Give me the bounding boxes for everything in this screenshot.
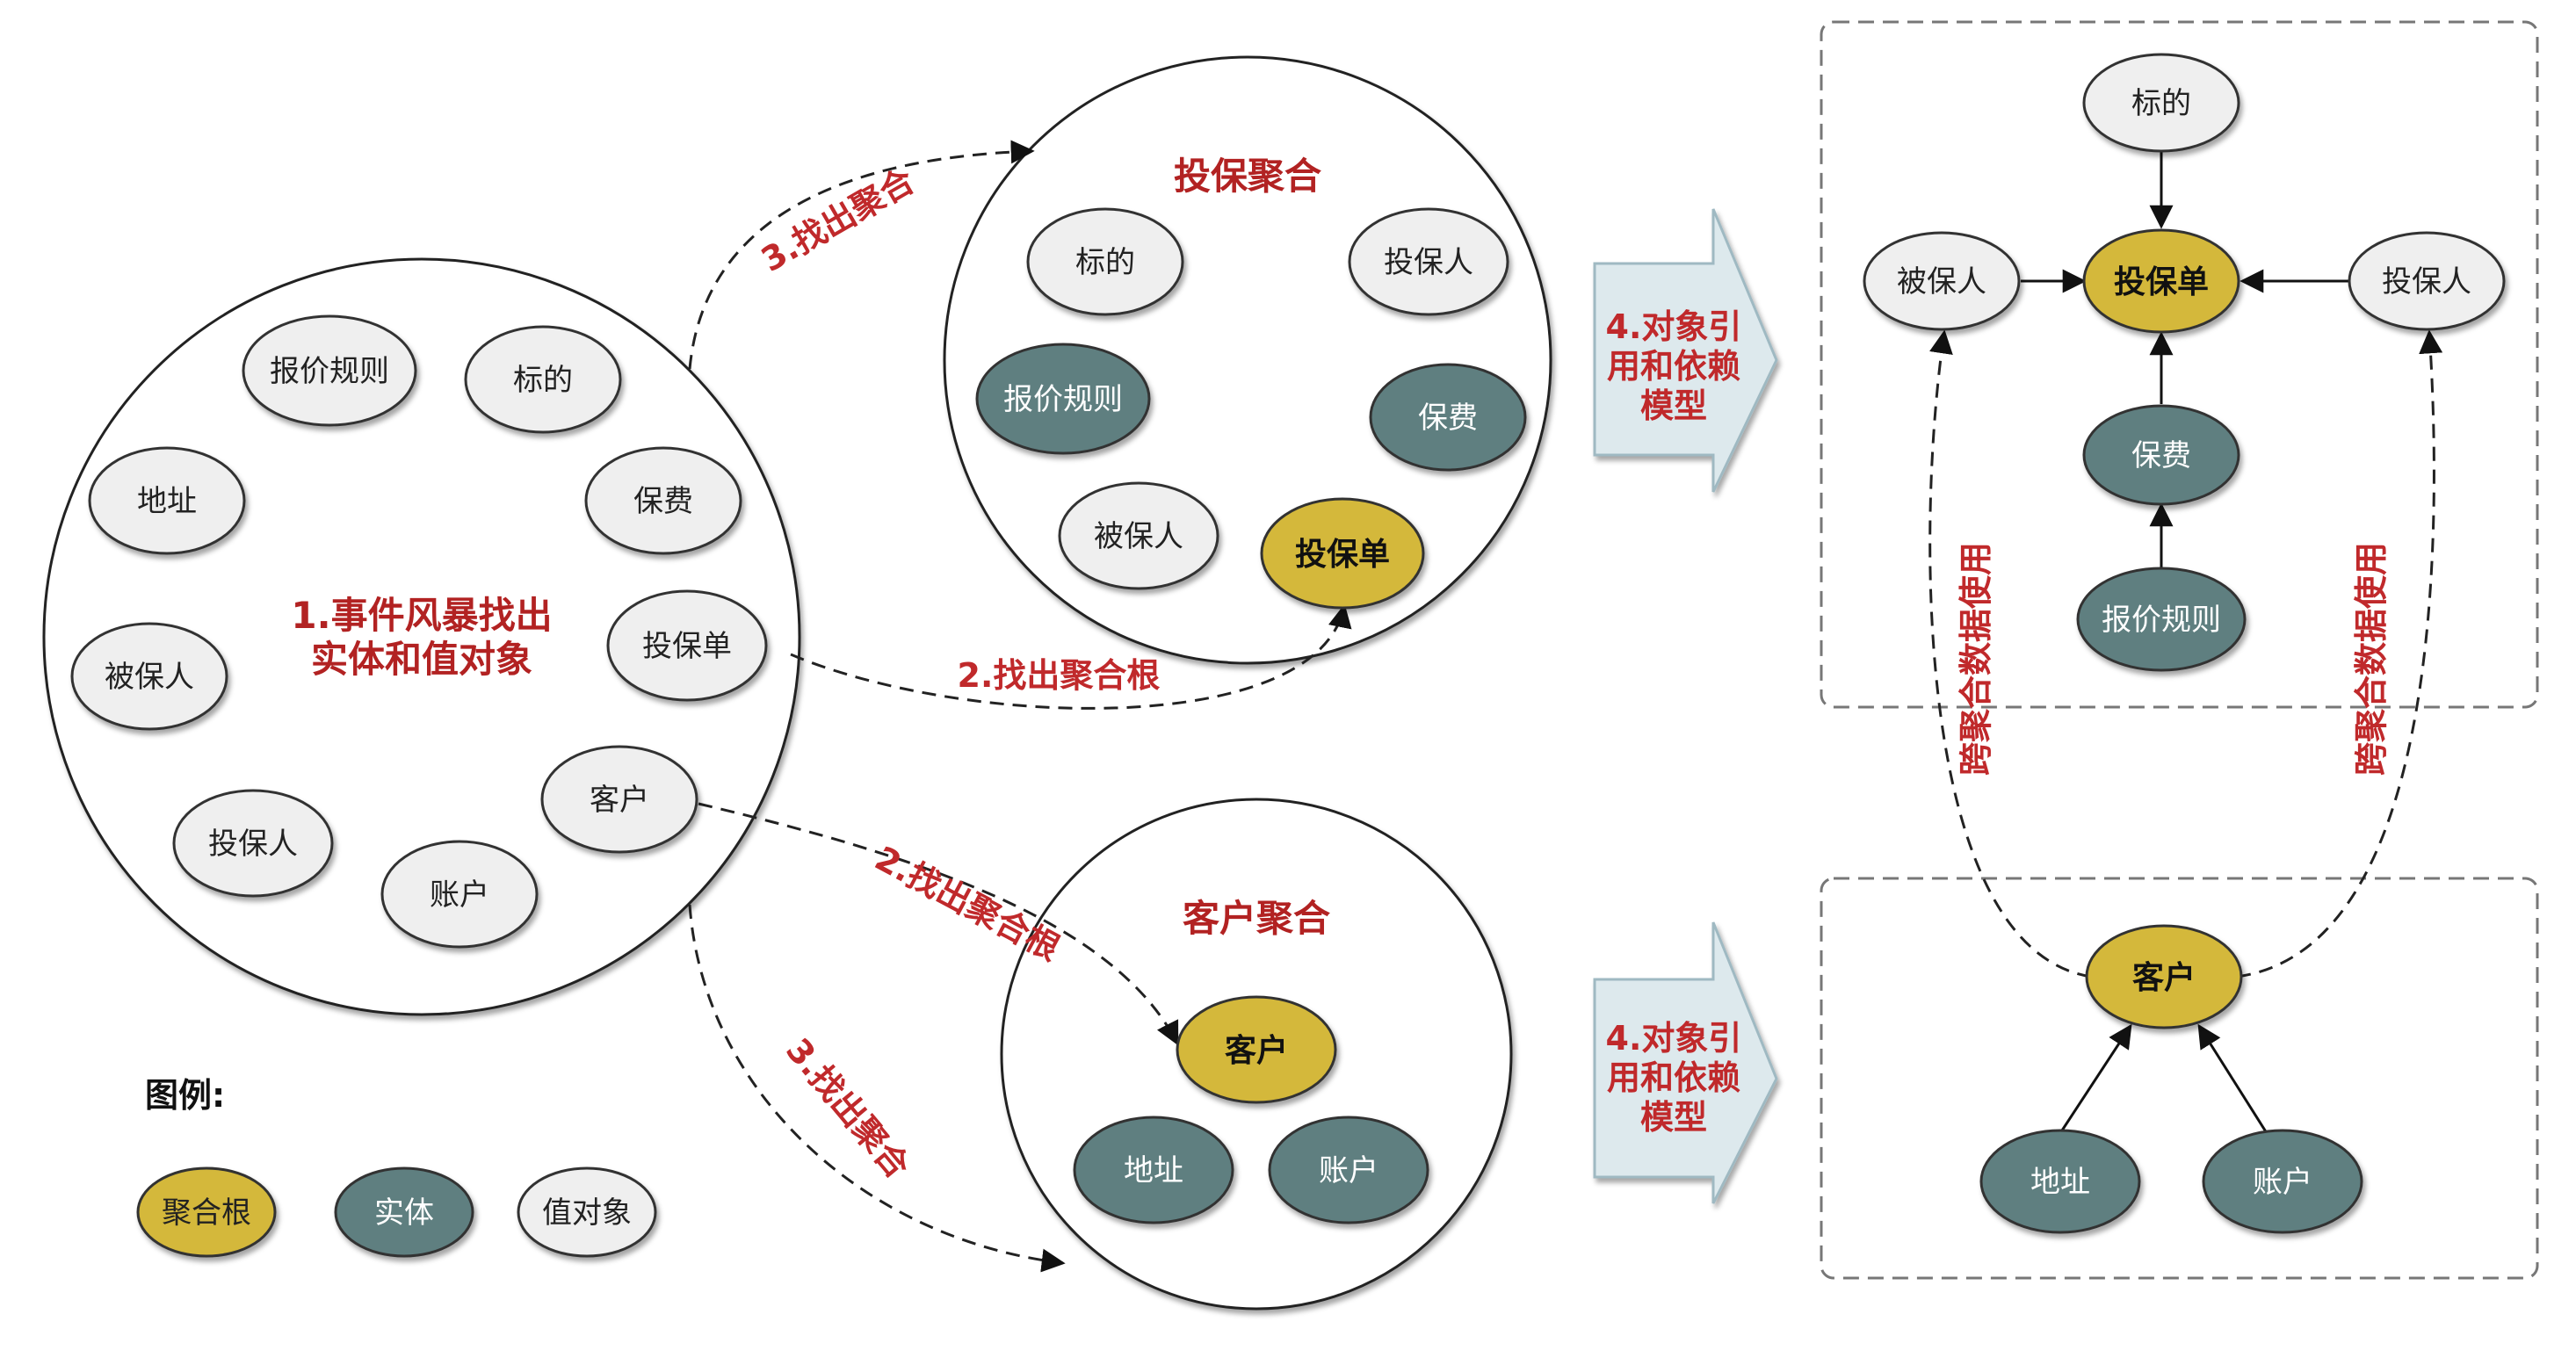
es-insured-node — [70, 622, 228, 731]
customer-aggregate: 客户聚合 客户 地址 账户 — [1073, 897, 1429, 1224]
legend-root-label: 聚合根 — [162, 1195, 251, 1231]
es-quote-rule-node — [242, 314, 417, 427]
legend-entity-swatch — [334, 1166, 474, 1258]
customer-model: 客户 地址 账户 — [1979, 924, 2363, 1234]
es-policy-node — [606, 589, 768, 702]
m-insured-label: 被保人 — [1897, 264, 1986, 300]
es-address-node — [88, 446, 246, 555]
es-insured-label: 被保人 — [105, 660, 194, 695]
es-premium-node — [584, 446, 742, 555]
event-storm-nodes: 报价规则 标的 地址 保费 被保人 投保单 客户 投保人 账户 1.事件风暴找出… — [70, 314, 768, 949]
es-premium-label: 保费 — [633, 484, 693, 519]
step4-top-line3: 模型 — [1640, 386, 1707, 425]
step4-top-arrow-shape — [1593, 208, 1778, 493]
m-premium-node — [2082, 404, 2240, 506]
step4-top-line1: 4.对象引 — [1606, 307, 1742, 346]
pa-subject-label: 标的 — [1075, 245, 1135, 280]
edge-account-to-customer — [2197, 1023, 2268, 1134]
pa-policy-node — [1260, 497, 1425, 610]
ca-address-node — [1073, 1116, 1234, 1224]
step4-top: 4.对象引 用和依赖 模型 — [1606, 307, 1742, 425]
policy-model: 标的 被保人 投保单 投保人 保费 报价规则 — [1863, 53, 2506, 672]
ca-account-label: 账户 — [1319, 1153, 1378, 1188]
step4-bottom-line3: 模型 — [1640, 1098, 1707, 1137]
pa-insured-label: 被保人 — [1094, 519, 1183, 554]
event-storm-title-line1: 1.事件风暴找出 — [291, 594, 552, 637]
m-subject-label: 标的 — [2131, 86, 2191, 121]
m-address-label: 地址 — [2030, 1165, 2090, 1200]
cross-right-label: 跨聚合数据使用 — [2352, 542, 2391, 776]
m-premium-label: 保费 — [2131, 438, 2191, 473]
policy-aggregate: 投保聚合 标的 投保人 报价规则 保费 被保人 投保单 — [975, 155, 1527, 610]
pa-quote-rule-node — [975, 343, 1151, 455]
m-policyholder-node — [2348, 231, 2506, 331]
m-quote-rule-label: 报价规则 — [2102, 603, 2221, 638]
legend-root-swatch — [136, 1166, 277, 1258]
m-policy-label: 投保单 — [2114, 264, 2209, 300]
m-policy-node — [2082, 228, 2240, 334]
m-subject-node — [2082, 53, 2240, 153]
pa-policyholder-node — [1348, 207, 1509, 316]
step4-bottom-line2: 用和依赖 — [1607, 1058, 1740, 1097]
m-customer-label: 客户 — [2132, 960, 2196, 996]
event-storm-title-line2: 实体和值对象 — [311, 638, 532, 681]
legend-value-label: 值对象 — [542, 1195, 632, 1231]
find-root-bottom-label: 2.找出聚合根 — [869, 839, 1067, 968]
m-account-label: 账户 — [2253, 1165, 2312, 1200]
m-quote-rule-node — [2076, 567, 2247, 672]
legend-entity-label: 实体 — [374, 1195, 434, 1231]
es-customer-label: 客户 — [590, 783, 649, 818]
es-subject-node — [464, 325, 622, 434]
ca-customer-node — [1176, 995, 1337, 1104]
policy-model-panel — [1820, 20, 2539, 709]
policy-aggregate-title: 投保聚合 — [1174, 155, 1321, 198]
pa-premium-node — [1369, 363, 1527, 472]
es-policy-label: 投保单 — [642, 629, 732, 664]
edge-address-to-customer — [2059, 1023, 2132, 1134]
cross-left-label: 跨聚合数据使用 — [1957, 542, 1995, 776]
es-subject-label: 标的 — [513, 363, 573, 398]
pa-premium-label: 保费 — [1418, 401, 1478, 436]
ca-customer-label: 客户 — [1225, 1033, 1288, 1069]
es-account-node — [380, 840, 539, 949]
es-quote-rule-label: 报价规则 — [270, 354, 389, 389]
legend-value-swatch — [517, 1166, 657, 1258]
es-policyholder-label: 投保人 — [208, 827, 298, 862]
find-root-top-label: 2.找出聚合根 — [958, 656, 1161, 695]
m-insured-node — [1863, 231, 2021, 331]
m-customer-node — [2085, 924, 2243, 1029]
m-account-node — [2202, 1129, 2363, 1234]
find-root-bottom-edge — [698, 802, 1179, 1046]
es-account-label: 账户 — [430, 878, 489, 913]
ca-account-node — [1268, 1116, 1429, 1224]
pa-subject-node — [1026, 207, 1184, 316]
step4-bottom-line1: 4.对象引 — [1606, 1019, 1742, 1058]
pa-quote-rule-label: 报价规则 — [1003, 382, 1123, 417]
cross-left-edge — [1928, 329, 2092, 979]
step4-bottom-arrow-shape — [1593, 921, 1778, 1204]
pa-policy-label: 投保单 — [1295, 537, 1390, 573]
m-address-node — [1979, 1129, 2141, 1234]
find-aggregate-top-label: 3.找出聚合 — [755, 161, 921, 279]
pa-policyholder-label: 投保人 — [1384, 245, 1473, 280]
step4-bottom: 4.对象引 用和依赖 模型 — [1606, 1019, 1742, 1137]
ca-address-label: 地址 — [1124, 1153, 1183, 1188]
es-address-label: 地址 — [137, 484, 197, 519]
step4-top-line2: 用和依赖 — [1607, 347, 1740, 386]
pa-insured-node — [1058, 481, 1219, 590]
m-policyholder-label: 投保人 — [2382, 264, 2471, 300]
find-aggregate-bottom-label: 3.找出聚合 — [778, 1031, 917, 1186]
find-aggregate-top-edge — [688, 140, 1035, 370]
es-policyholder-node — [172, 789, 334, 898]
cross-right-edge — [2236, 329, 2443, 979]
find-aggregate-bottom-edge — [688, 904, 1066, 1273]
legend: 图例: 聚合根 实体 值对象 — [136, 1076, 657, 1258]
es-customer-node — [540, 745, 698, 854]
customer-aggregate-title: 客户聚合 — [1183, 897, 1330, 940]
legend-title: 图例: — [145, 1076, 225, 1115]
